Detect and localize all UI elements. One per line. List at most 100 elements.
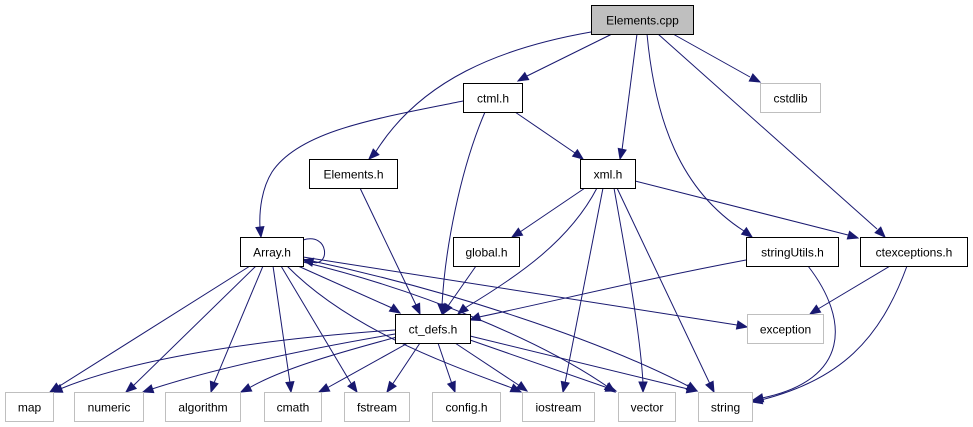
node-box [522,392,595,422]
node-box[interactable] [309,159,398,189]
edge-line [391,342,421,386]
node-ctml-h[interactable]: ctml.h [463,83,523,113]
edge-stringutils-h-to-ct-defs-h [468,259,747,322]
edge-elements-cpp-to-elements-h [368,31,592,160]
arrowhead-icon [50,383,64,393]
node-stringutils-h[interactable]: stringUtils.h [746,237,839,267]
edge-elements-cpp-to-cstdlib [672,33,762,83]
edge-array-h-to-fstream [280,265,358,394]
node-array-h[interactable]: Array.h [240,237,304,267]
arrowhead-icon [255,226,265,239]
edge-line [519,187,586,233]
edge-global-h-to-ct-defs-h [442,265,477,316]
arrowhead-icon [516,71,530,82]
arrowhead-icon [124,381,138,393]
arrowhead-icon [141,384,155,394]
edge-line [646,33,745,232]
edge-line [760,265,908,401]
edge-line [657,33,878,230]
node-map: map [5,392,54,422]
node-box [698,392,753,422]
node-box[interactable] [591,5,694,35]
arrowhead-icon [748,73,762,83]
node-label: Elements.cpp [606,14,679,28]
node-fstream: fstream [344,392,410,422]
node-box[interactable] [395,314,471,344]
node-label: vector [631,401,664,415]
node-elements-cpp[interactable]: Elements.cpp [591,5,694,35]
edge-ctml-h-to-ct-defs-h [437,111,486,316]
edge-line [514,111,576,154]
edge-line [302,238,325,264]
node-box[interactable] [746,237,839,267]
node-box [618,392,676,422]
arrowhead-icon [705,380,715,394]
node-global-h[interactable]: global.h [453,237,520,267]
edge-line [817,265,891,310]
edge-ct-defs-h-to-fstream [386,342,421,394]
node-elements-h[interactable]: Elements.h [309,159,398,189]
node-ct-defs-h[interactable]: ct_defs.h [395,314,471,344]
arrowhead-icon [209,380,219,394]
arrowhead-icon [571,148,585,160]
edge-line [634,180,849,236]
edge-line [248,336,398,389]
arrowhead-icon [285,381,295,394]
node-cstdlib: cstdlib [760,83,821,113]
edge-ctexceptions-h-to-string [750,265,908,405]
node-cmath: cmath [264,392,322,422]
node-box[interactable] [240,237,304,267]
edge-line [302,256,738,326]
arrowhead-icon [617,147,627,161]
edge-line [616,187,711,385]
edge-ctexceptions-h-to-exception [808,265,891,315]
node-box[interactable] [453,237,520,267]
node-label: config.h [445,401,487,415]
arrowhead-icon [638,381,648,394]
edge-elements-cpp-to-stringutils-h [646,33,754,238]
node-label: map [18,401,42,415]
node-box [264,392,322,422]
arrowhead-icon [442,302,453,316]
arrowhead-icon [317,383,331,393]
edge-ct-defs-h-to-cmath [317,342,409,393]
edge-line [374,31,592,154]
node-vector: vector [618,392,676,422]
node-exception: exception [747,314,824,344]
node-box[interactable] [463,83,523,113]
arrowhead-icon [515,381,529,392]
edge-line [359,187,417,306]
edge-line [280,265,353,386]
arrowhead-icon [740,226,754,238]
node-label: xml.h [594,168,623,182]
node-xml-h[interactable]: xml.h [580,159,636,189]
edge-line [326,342,409,389]
edge-ct-defs-h-to-string [469,335,699,394]
edge-line [469,339,609,389]
edge-elements-h-to-ct-defs-h [359,187,421,316]
node-box [5,392,54,422]
arrowhead-icon [808,304,822,315]
node-config-h: config.h [432,392,501,422]
edge-xml-h-to-string [616,187,715,394]
arrowhead-icon [510,227,524,238]
node-box [747,314,824,344]
node-ctexceptions-h[interactable]: ctexceptions.h [860,237,968,267]
node-label: numeric [88,401,131,415]
arrowhead-icon [468,312,482,322]
node-box[interactable] [580,159,636,189]
edge-ctml-h-to-xml-h [514,111,585,160]
edge-ct-defs-h-to-vector [469,339,618,392]
edge-array-h-to-array-h [301,238,325,267]
node-box [74,392,144,422]
node-box[interactable] [860,237,968,267]
arrowhead-icon [368,148,380,160]
arrowhead-icon [388,303,402,314]
edge-array-h-to-cmath [272,265,295,394]
edge-elements-cpp-to-xml-h [617,33,638,161]
node-label: Array.h [253,246,291,260]
edge-xml-h-to-ctexceptions-h [634,180,860,240]
edge-elements-cpp-to-ctml-h [516,33,613,82]
edge-line [564,187,604,384]
